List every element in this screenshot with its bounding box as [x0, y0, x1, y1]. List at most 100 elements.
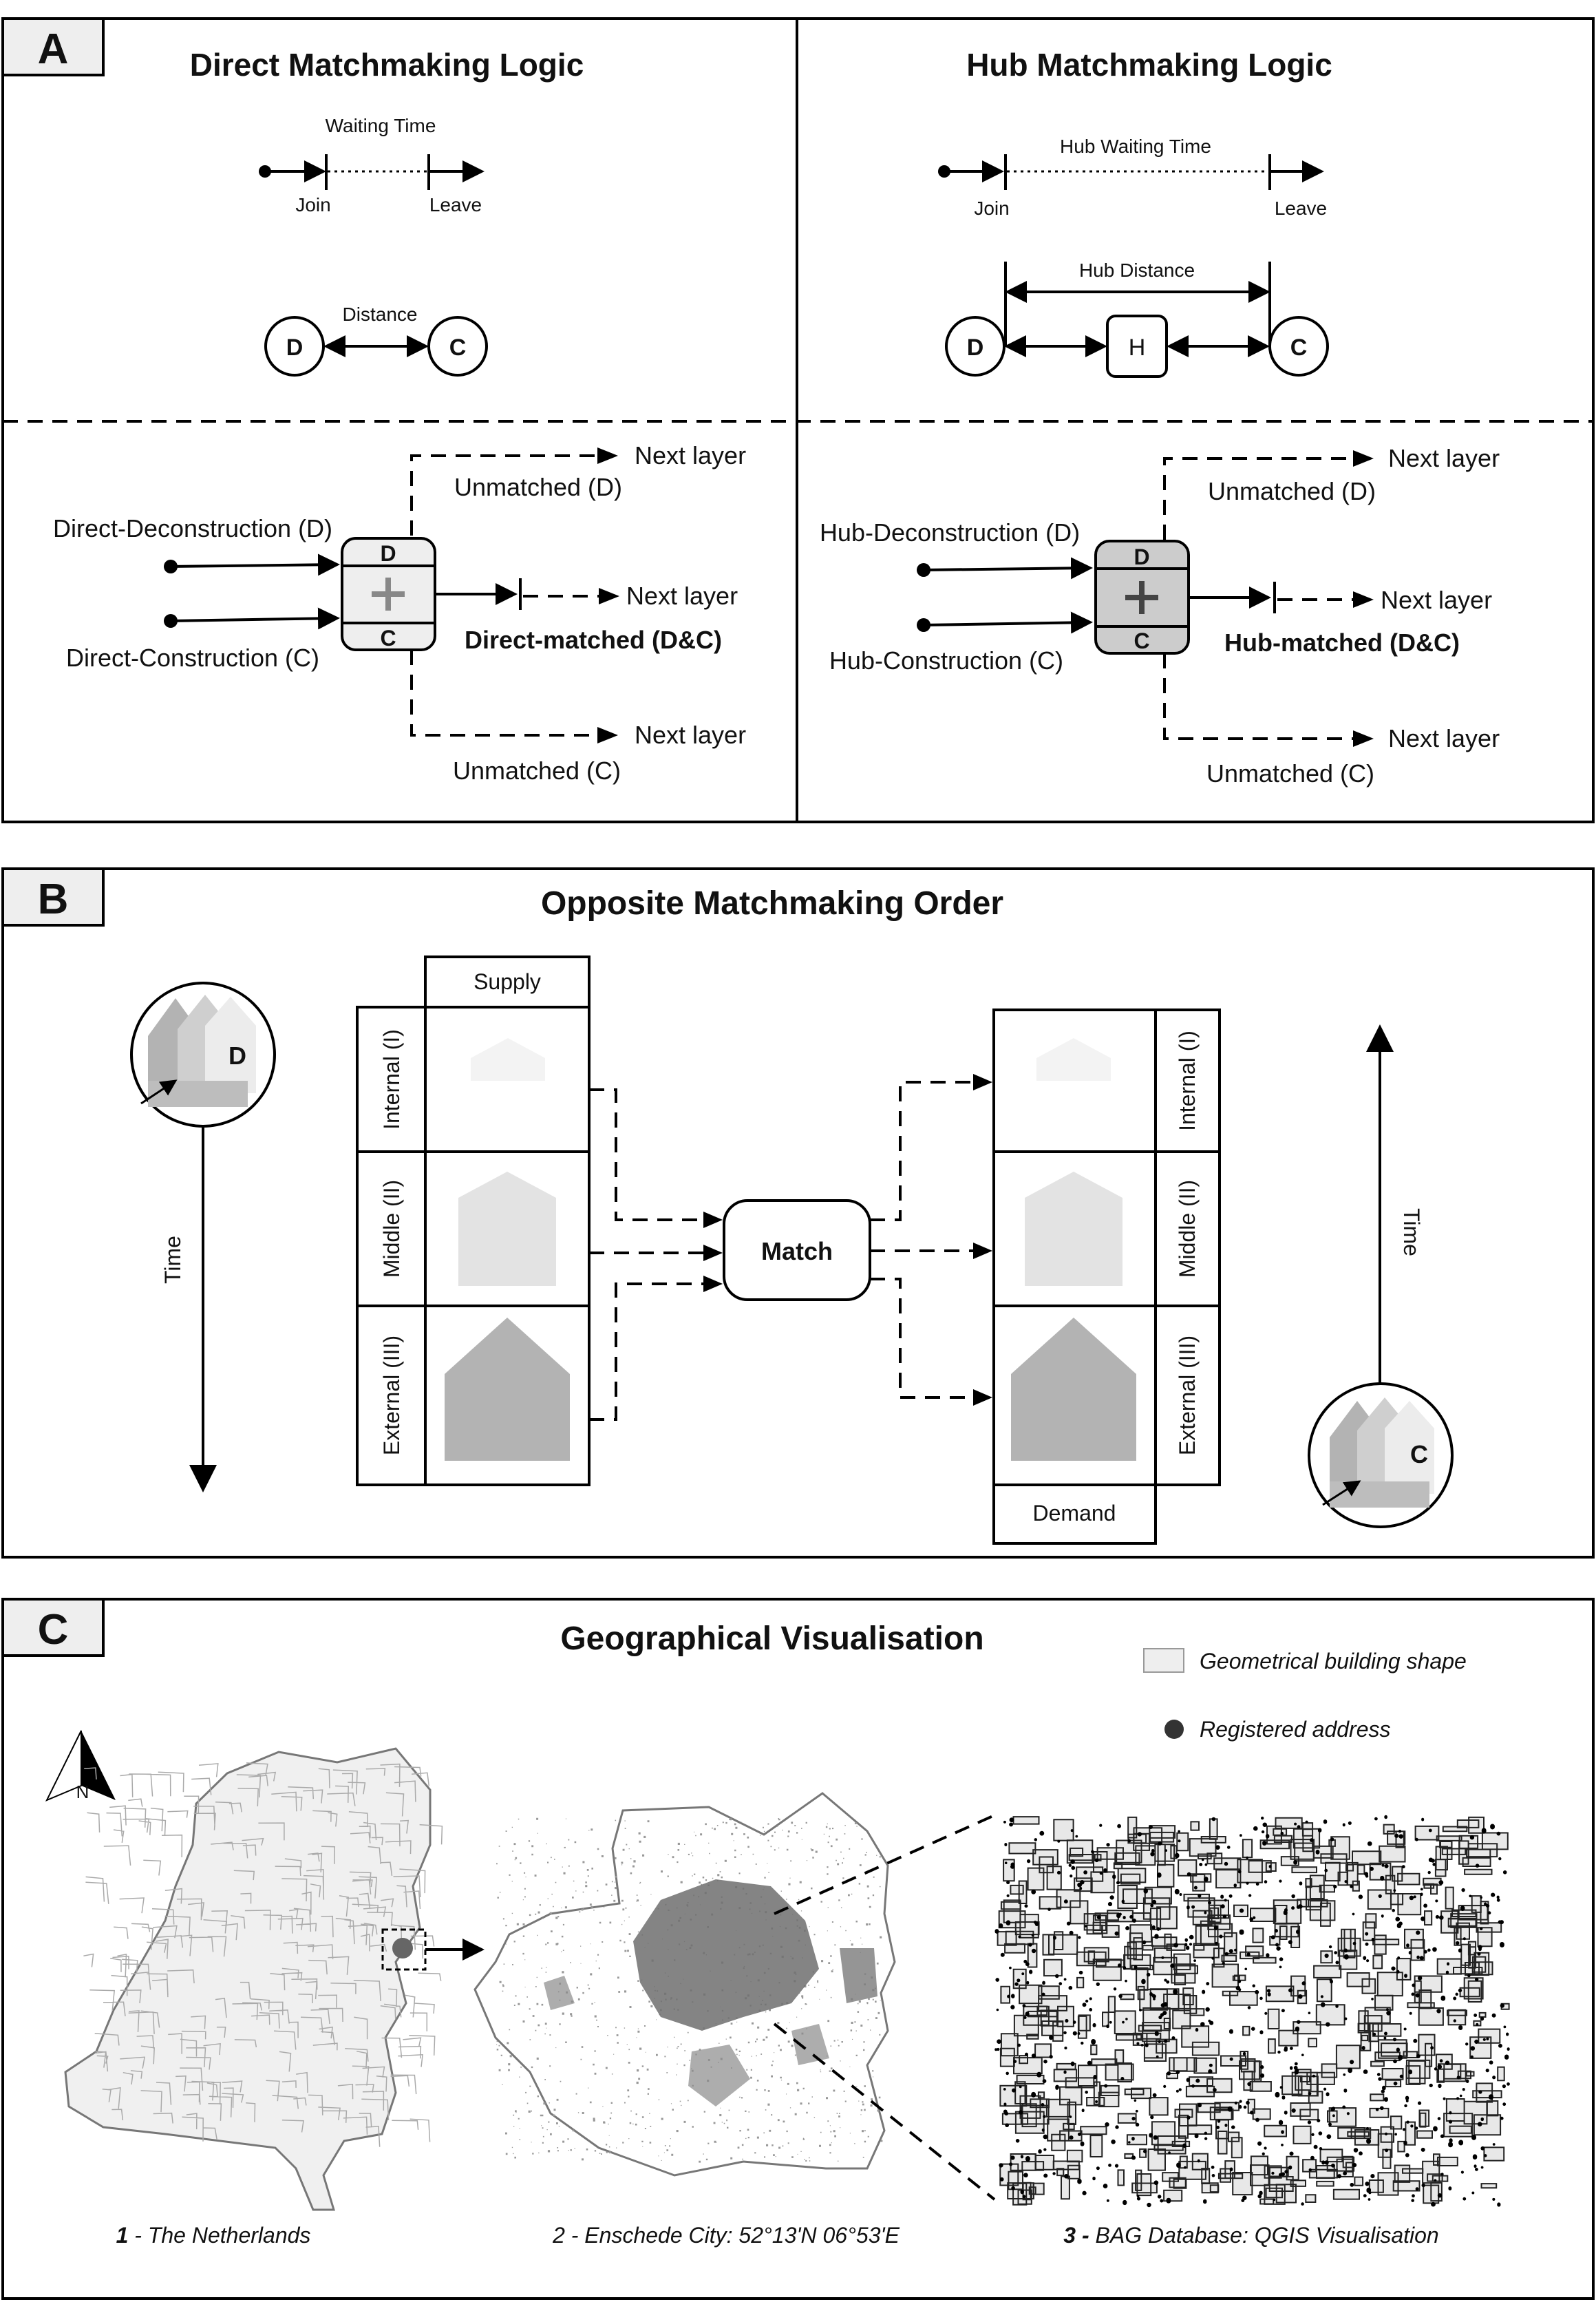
- supply-row-middle: Middle (II): [379, 1180, 404, 1278]
- panel-b-label: B: [38, 876, 69, 923]
- enschede-location-marker: [392, 1938, 413, 1958]
- direct-matched-label: Direct-matched (D&C): [465, 626, 722, 654]
- hub-unmatched-d-arrowhead: [1353, 450, 1374, 467]
- direct-matched-arrowhead: [599, 588, 619, 604]
- time-axis-down-label: Time: [160, 1236, 185, 1284]
- hub-unmatched-c-path: [1163, 653, 1359, 740]
- supply-house-small: [471, 1038, 545, 1081]
- direct-d-node-label: D: [286, 335, 304, 361]
- legend-address-label: Registered address: [1200, 1717, 1390, 1742]
- direct-join-label: Join: [295, 194, 330, 215]
- direct-input-c-label: Direct-Construction (C): [66, 644, 319, 672]
- direct-c-node: [427, 316, 488, 377]
- hub-input-c-label: Hub-Construction (C): [829, 646, 1063, 675]
- hub-unmatched-c-label: Unmatched (C): [1206, 759, 1374, 788]
- demand-external-connector: [870, 1278, 979, 1399]
- demand-internal-arrowhead: [973, 1074, 992, 1090]
- caption-bag-number: 3 -: [1063, 2223, 1089, 2248]
- hub-plus-icon: [1125, 581, 1158, 614]
- demand-row-middle: Middle (II): [1175, 1180, 1200, 1278]
- hub-unmatched-d-path: [1163, 457, 1359, 540]
- demand-internal-connector: [870, 1081, 979, 1221]
- hub-title: Hub Matchmaking Logic: [966, 47, 1332, 83]
- direct-unmatched-d-path: [410, 454, 606, 536]
- direct-match-node-c: C: [380, 626, 396, 651]
- panel-c-frame: [1, 1598, 1595, 2300]
- direct-next-layer-top: Next layer: [635, 441, 746, 469]
- zoom-line-bottom: [773, 2023, 996, 2201]
- panel-a-label-box: [1, 17, 105, 76]
- caption-enschede: 2 - Enschede City: 52°13'N 06°53'E: [552, 2223, 900, 2248]
- supply-row-internal: Internal (I): [379, 1029, 404, 1130]
- demand-house-large: [1011, 1318, 1136, 1461]
- hub-input-d-arrow: [923, 557, 1093, 580]
- supply-external-arrowhead: [703, 1276, 723, 1292]
- demand-row-external: External (III): [1175, 1335, 1200, 1455]
- supply-middle-arrowhead: [703, 1245, 723, 1261]
- demand-house-small: [1036, 1038, 1111, 1081]
- supply-row-external: External (III): [379, 1335, 404, 1455]
- hub-matched-label: Hub-matched (D&C): [1224, 629, 1460, 657]
- supply-house-large: [445, 1318, 570, 1461]
- direct-input-c-arrow: [170, 607, 340, 630]
- caption-bag-text: BAG Database: QGIS Visualisation: [1089, 2223, 1439, 2248]
- panel-b-frame: [1, 867, 1595, 1559]
- demand-footer: [992, 1483, 1157, 1545]
- enschede-map: [474, 1792, 896, 2177]
- direct-waiting-time-label: Waiting Time: [326, 115, 436, 136]
- panel-b-title: Opposite Matchmaking Order: [541, 885, 1003, 922]
- direct-plus-icon: [372, 578, 405, 611]
- panel-c-title: Geographical Visualisation: [560, 1620, 983, 1657]
- direct-unmatched-d-label: Unmatched (D): [454, 473, 622, 501]
- demand-row-internal: Internal (I): [1175, 1031, 1200, 1131]
- direct-unmatched-c-label: Unmatched (C): [453, 757, 621, 785]
- hub-next-layer-top: Next layer: [1388, 444, 1500, 472]
- panel-a: A Direct Matchmaking Logic Waiting Time …: [1, 17, 1595, 823]
- direct-next-layer-mid: Next layer: [626, 582, 738, 610]
- hub-join-label: Join: [974, 198, 1009, 219]
- deconstruction-house-icon: [148, 995, 256, 1107]
- construction-icon-pointer: [1322, 1480, 1361, 1506]
- match-node-label: Match: [761, 1237, 833, 1265]
- supply-external-connector: [589, 1282, 712, 1421]
- supply-internal-arrowhead: [703, 1212, 723, 1228]
- direct-unmatched-c-path: [410, 650, 606, 737]
- caption-netherlands: 1 - The Netherlands: [116, 2223, 311, 2248]
- hub-c-node: [1268, 316, 1329, 377]
- direct-c-node-label: C: [449, 335, 467, 361]
- hub-leave-label: Leave: [1275, 198, 1327, 219]
- hub-unmatched-c-arrowhead: [1353, 730, 1374, 747]
- hub-d-node-label: D: [967, 335, 984, 361]
- demand-house-medium: [1025, 1172, 1122, 1286]
- legend-building-label: Geometrical building shape: [1200, 1649, 1467, 1673]
- direct-distance-label: Distance: [343, 304, 418, 325]
- legend-address-dot: [1164, 1720, 1184, 1739]
- hub-next-layer-bottom: Next layer: [1388, 724, 1500, 752]
- panel-b: B Opposite Matchmaking Order D Time Supp…: [1, 867, 1595, 1559]
- supply-header-label: Supply: [474, 969, 541, 994]
- caption-bag: 3 - BAG Database: QGIS Visualisation: [1063, 2223, 1438, 2248]
- deconstruction-icon-label: D: [228, 1042, 246, 1070]
- supply-house-medium: [458, 1172, 556, 1286]
- direct-unmatched-d-arrowhead: [597, 447, 618, 464]
- direct-input-d-label: Direct-Deconstruction (D): [53, 514, 332, 542]
- panel-c-label-box: [1, 1598, 105, 1657]
- panel-a-label: A: [38, 25, 69, 73]
- hub-unmatched-d-label: Unmatched (D): [1208, 477, 1376, 505]
- caption-netherlands-text: - The Netherlands: [128, 2223, 310, 2248]
- hub-match-node-d: D: [1134, 545, 1149, 569]
- panel-b-label-box: [1, 867, 105, 927]
- zoom-line-top: [774, 1814, 995, 1915]
- caption-netherlands-number: 1: [116, 2223, 129, 2248]
- hub-distance-label: Hub Distance: [1079, 260, 1195, 281]
- direct-input-d-arrow: [170, 553, 340, 576]
- direct-next-layer-bottom: Next layer: [635, 721, 746, 749]
- hub-next-layer-mid: Next layer: [1381, 586, 1492, 614]
- direct-title: Direct Matchmaking Logic: [190, 47, 584, 83]
- supply-internal-connector: [589, 1088, 712, 1221]
- direct-unmatched-c-arrowhead: [597, 727, 618, 743]
- deconstruction-icon-pointer: [140, 1079, 178, 1105]
- bag-database-map: [994, 1815, 1510, 2208]
- construction-icon-label: C: [1410, 1440, 1428, 1468]
